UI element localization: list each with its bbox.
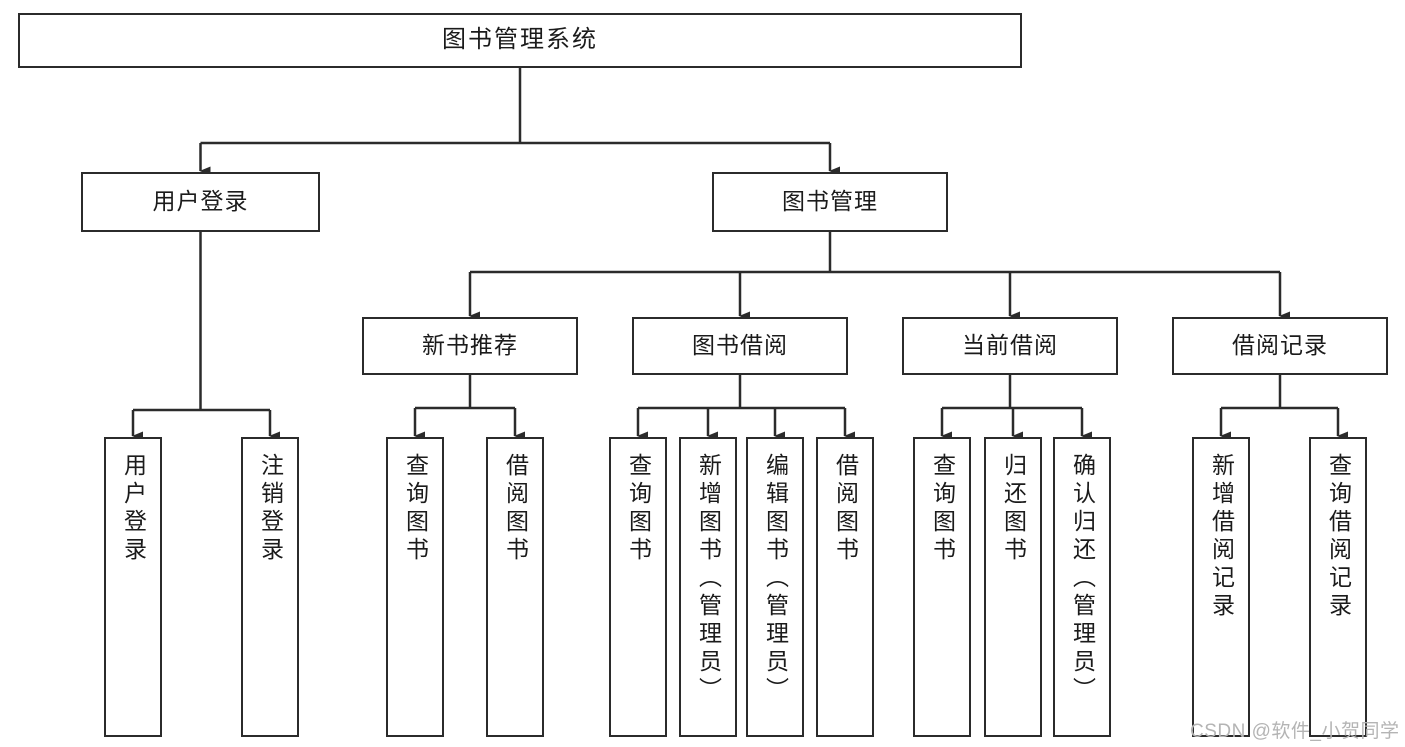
- node-label-root: 图书管理系统: [442, 26, 598, 54]
- node-root[interactable]: 图书管理系统: [18, 13, 1022, 68]
- node-label-leaf-borrow-book-1: 借阅图书: [502, 453, 529, 565]
- node-label-leaf-borrow-book-2: 借阅图书: [832, 453, 859, 565]
- node-label-current-borrow: 当前借阅: [962, 332, 1058, 359]
- node-label-book-borrow: 图书借阅: [692, 332, 788, 359]
- node-leaf-add-book[interactable]: 新增图书（管理员）: [679, 437, 737, 737]
- node-label-leaf-user-login: 用户登录: [120, 453, 147, 565]
- node-leaf-borrow-book-2[interactable]: 借阅图书: [816, 437, 874, 737]
- node-leaf-add-record[interactable]: 新增借阅记录: [1192, 437, 1250, 737]
- node-label-book-manage: 图书管理: [782, 188, 878, 215]
- node-new-book-rec[interactable]: 新书推荐: [362, 317, 578, 375]
- edge-group: [131, 68, 1348, 441]
- node-leaf-borrow-book-1[interactable]: 借阅图书: [486, 437, 544, 737]
- node-label-leaf-return-book: 归还图书: [1000, 453, 1027, 565]
- watermark-text: CSDN @软件_小贺同学: [1190, 721, 1400, 742]
- node-label-leaf-confirm-return: 确认归还（管理员）: [1069, 453, 1096, 705]
- node-label-leaf-query-book-1: 查询图书: [402, 453, 429, 565]
- node-current-borrow[interactable]: 当前借阅: [902, 317, 1118, 375]
- node-user-login[interactable]: 用户登录: [81, 172, 320, 232]
- node-leaf-query-book-3[interactable]: 查询图书: [913, 437, 971, 737]
- node-label-leaf-add-record: 新增借阅记录: [1208, 453, 1235, 621]
- node-leaf-return-book[interactable]: 归还图书: [984, 437, 1042, 737]
- node-label-leaf-edit-book: 编辑图书（管理员）: [762, 453, 789, 705]
- node-label-new-book-rec: 新书推荐: [422, 332, 518, 359]
- node-label-leaf-add-book: 新增图书（管理员）: [695, 453, 722, 705]
- node-label-leaf-query-book-2: 查询图书: [625, 453, 652, 565]
- node-leaf-query-record[interactable]: 查询借阅记录: [1309, 437, 1367, 737]
- node-book-borrow[interactable]: 图书借阅: [632, 317, 848, 375]
- node-label-borrow-record: 借阅记录: [1232, 332, 1328, 359]
- node-label-user-login: 用户登录: [152, 188, 249, 215]
- node-leaf-edit-book[interactable]: 编辑图书（管理员）: [746, 437, 804, 737]
- node-book-manage[interactable]: 图书管理: [712, 172, 948, 232]
- node-leaf-user-login[interactable]: 用户登录: [104, 437, 162, 737]
- node-borrow-record[interactable]: 借阅记录: [1172, 317, 1388, 375]
- node-label-leaf-user-logout: 注销登录: [257, 453, 284, 565]
- node-leaf-query-book-1[interactable]: 查询图书: [386, 437, 444, 737]
- node-leaf-query-book-2[interactable]: 查询图书: [609, 437, 667, 737]
- node-label-leaf-query-book-3: 查询图书: [929, 453, 956, 565]
- node-leaf-confirm-return[interactable]: 确认归还（管理员）: [1053, 437, 1111, 737]
- node-label-leaf-query-record: 查询借阅记录: [1325, 453, 1352, 621]
- node-leaf-user-logout[interactable]: 注销登录: [241, 437, 299, 737]
